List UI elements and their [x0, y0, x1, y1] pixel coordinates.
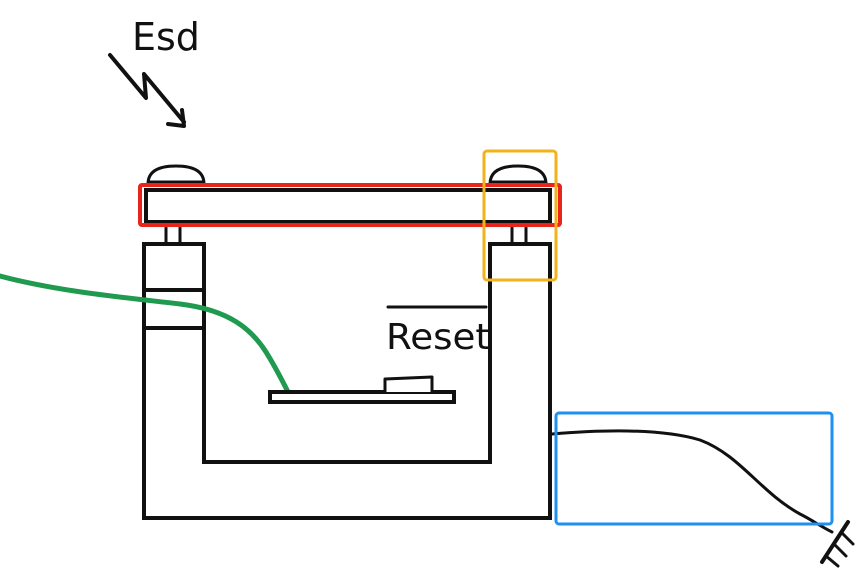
green-signal-wire — [0, 273, 291, 395]
enclosure-body — [142, 242, 552, 520]
right-screw-head — [488, 164, 548, 186]
ground-wire — [550, 429, 834, 534]
left-screw-head — [146, 164, 206, 186]
orange-highlight-right-screw — [482, 149, 558, 282]
esd-arrowhead — [166, 108, 186, 128]
blue-highlight-ground-wire — [554, 411, 834, 526]
esd-lightning-arrow — [108, 53, 186, 124]
pcb-board — [268, 390, 456, 404]
ground-symbol-hatch-2 — [832, 542, 848, 558]
esd-label: Esd — [132, 15, 200, 59]
reset-label: Reset — [386, 317, 490, 358]
ground-symbol-hatch-3 — [839, 530, 855, 546]
ground-symbol-hatch-1 — [824, 554, 840, 568]
reset-button — [383, 375, 434, 392]
red-highlight-top-plate — [138, 183, 562, 227]
top-plate — [144, 188, 552, 224]
